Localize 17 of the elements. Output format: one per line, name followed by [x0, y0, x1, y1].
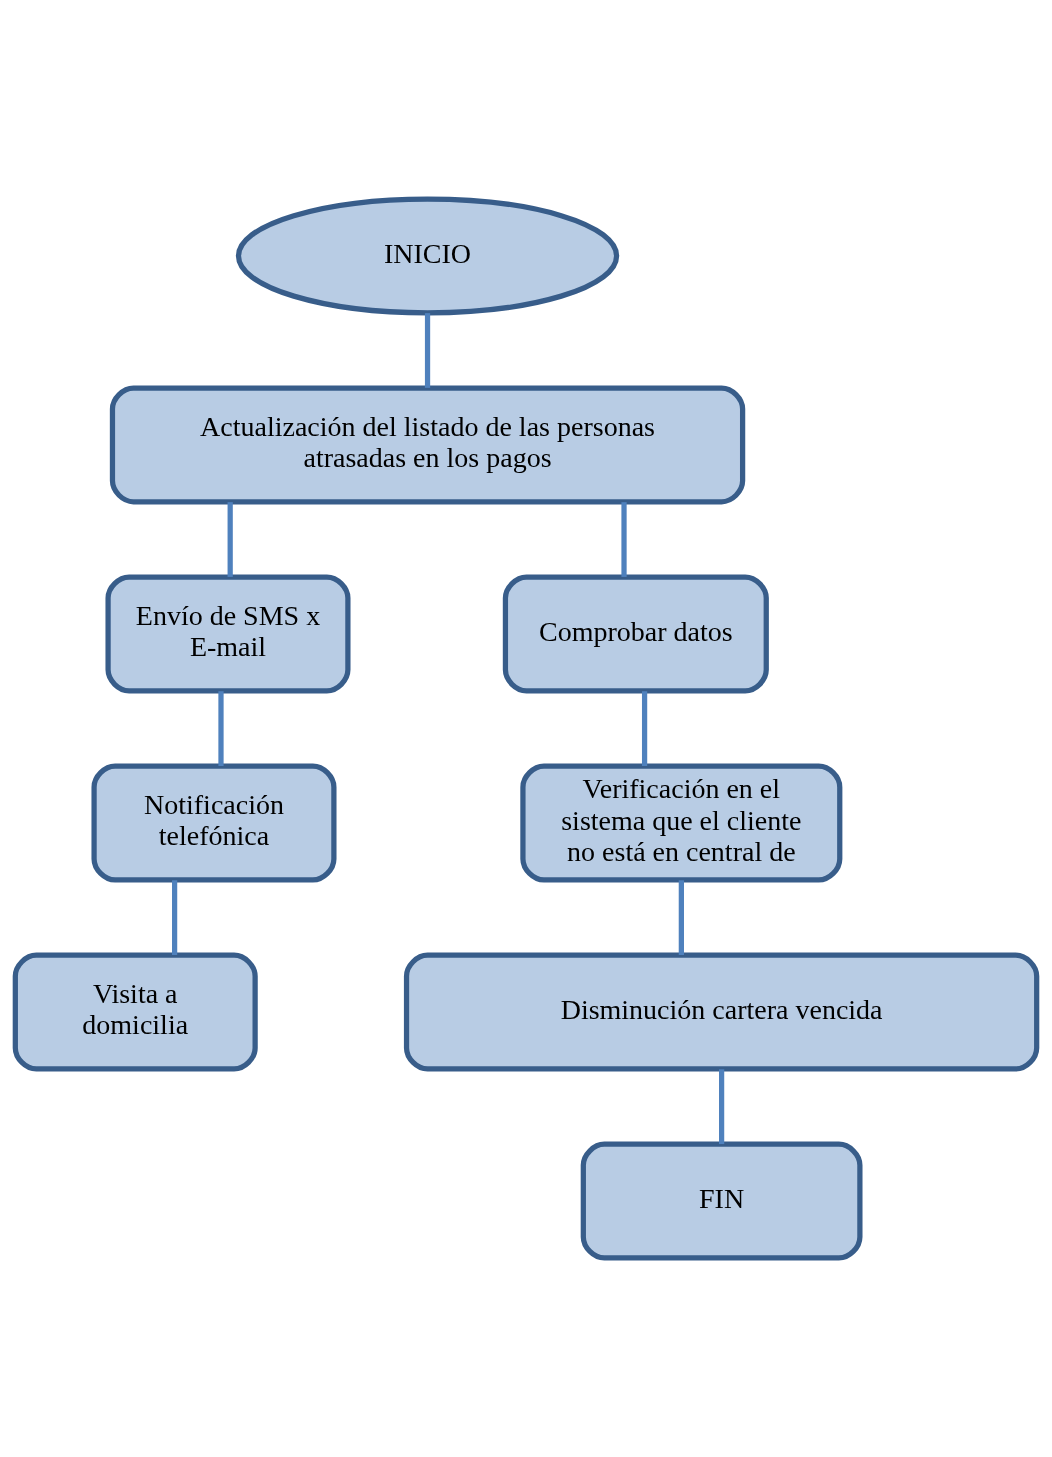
connector: [678, 880, 684, 955]
node-box: Verificación en el sistema que el cliente no está en central de: [520, 763, 843, 883]
connector: [719, 1069, 725, 1145]
node-ellipse: INICIO: [235, 196, 620, 316]
connector: [218, 691, 224, 766]
connector: [227, 502, 233, 577]
node-box: FIN: [580, 1141, 863, 1261]
connector: [424, 313, 431, 388]
node-box: Comprobar datos: [502, 574, 769, 694]
node-box: Visita a domicilia: [12, 952, 258, 1072]
connector: [172, 880, 178, 955]
node-box: Actualización del listado de las personas atrasadas en los pagos: [109, 385, 746, 505]
node-box: Envío de SMS x E-mail: [105, 574, 351, 694]
connector: [621, 502, 627, 577]
node-box: Notificación telefónica: [91, 763, 337, 883]
connector: [641, 691, 648, 766]
node-box: Disminución cartera vencida: [403, 952, 1040, 1072]
